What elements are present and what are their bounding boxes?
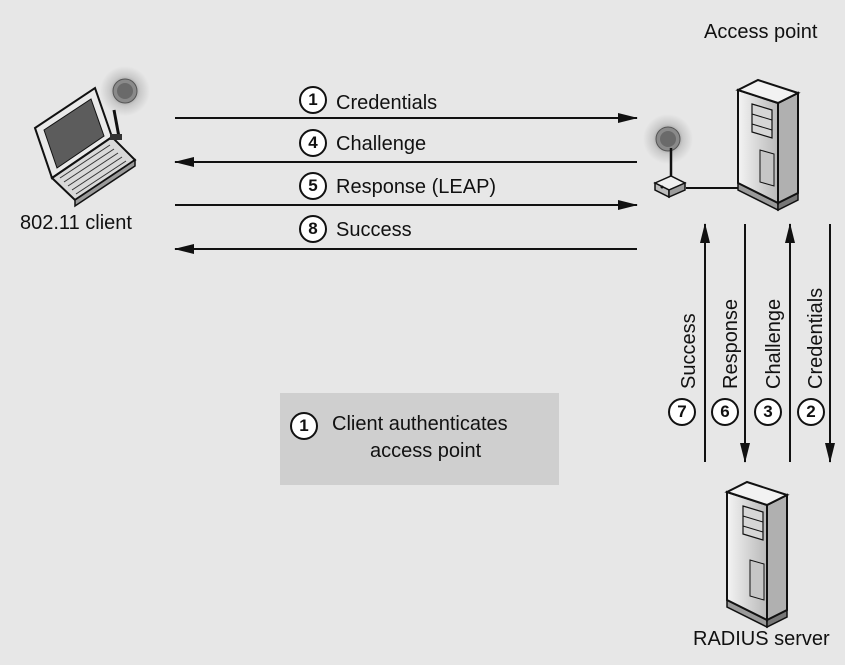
step-badge: 5	[299, 172, 327, 200]
step-badge: 2	[797, 398, 825, 426]
note-line-1: Client authenticates	[332, 413, 508, 435]
radius-server-icon	[724, 480, 790, 629]
step-badge: 4	[299, 129, 327, 157]
message-label: Success	[336, 219, 412, 241]
access-point-server-icon	[735, 78, 801, 212]
wireless-antenna-icon	[643, 114, 693, 199]
message-label: Response (LEAP)	[336, 176, 497, 198]
note-line-2: access point	[370, 440, 482, 462]
step-badge: 8	[299, 215, 327, 243]
message-label: Challenge	[336, 133, 427, 155]
step-badge: 6	[711, 398, 739, 426]
vertical-message-label: Success	[678, 313, 700, 389]
radius-server-label: RADIUS server	[693, 628, 830, 650]
step-badge: 1	[299, 86, 327, 114]
access-point-label: Access point	[704, 21, 818, 43]
note-box: 1 Client authenticates access point	[280, 393, 559, 485]
client-label: 802.11 client	[20, 212, 132, 234]
step-badge: 3	[754, 398, 782, 426]
step-badge: 7	[668, 398, 696, 426]
vertical-message-label: Response	[720, 298, 742, 389]
vertical-message-label: Credentials	[805, 287, 827, 389]
message-label: Credentials	[336, 92, 438, 114]
step-badge: 1	[290, 412, 318, 440]
vertical-message-label: Challenge	[763, 298, 785, 389]
laptop-icon	[33, 66, 150, 208]
